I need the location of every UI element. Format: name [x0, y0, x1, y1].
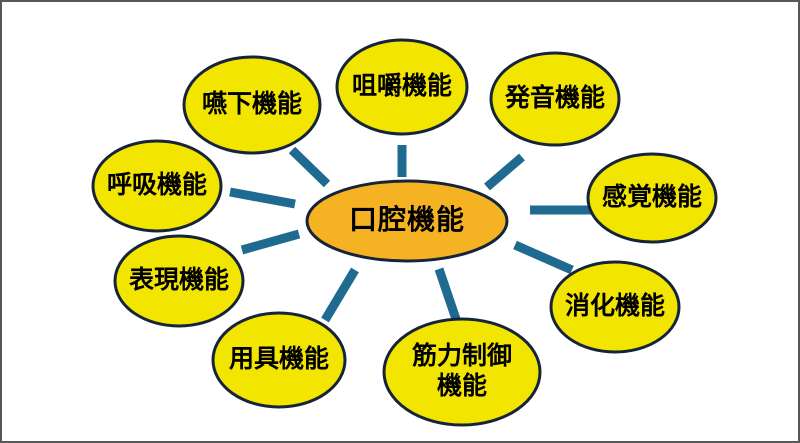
spoke-expression — [240, 229, 301, 255]
node-sensory-label-line: 感覚機能 — [602, 182, 702, 211]
node-swallowing[interactable]: 嚥下機能 — [182, 55, 322, 155]
node-sensory-ellipse — [586, 152, 718, 244]
center-node[interactable]: 口腔機能 — [305, 179, 509, 263]
node-tool-use-label: 用具機能 — [229, 344, 329, 373]
node-respiration-label-line: 呼吸機能 — [107, 170, 207, 199]
node-swallowing-label-line: 嚥下機能 — [202, 89, 302, 118]
center-node-ellipse — [305, 179, 509, 263]
node-pronunciation[interactable]: 発音機能 — [489, 51, 621, 147]
node-muscle-control-label: 筋力制御機能 — [412, 341, 512, 400]
spoke-muscle-control — [434, 267, 462, 324]
node-digestion-label-line: 消化機能 — [565, 291, 665, 320]
node-mastication-label: 咀嚼機能 — [352, 71, 452, 100]
node-sensory[interactable]: 感覚機能 — [586, 152, 718, 244]
node-muscle-control-label-line: 筋力制御 — [412, 341, 512, 370]
node-muscle-control[interactable]: 筋力制御機能 — [382, 317, 542, 427]
node-tool-use-ellipse — [211, 311, 347, 409]
node-mastication-ellipse — [335, 38, 469, 136]
node-expression-ellipse — [113, 234, 245, 328]
spoke-digestion — [513, 240, 574, 275]
node-muscle-control-ellipse — [382, 317, 542, 427]
node-tool-use[interactable]: 用具機能 — [211, 311, 347, 409]
node-digestion-ellipse — [549, 260, 681, 354]
node-respiration[interactable]: 呼吸機能 — [91, 139, 223, 233]
node-swallowing-label: 嚥下機能 — [202, 89, 302, 118]
spoke-respiration — [229, 187, 296, 209]
node-tool-use-label-line: 用具機能 — [229, 344, 329, 373]
node-digestion[interactable]: 消化機能 — [549, 260, 681, 354]
node-expression[interactable]: 表現機能 — [113, 234, 245, 328]
spoke-swallowing — [288, 146, 331, 188]
node-pronunciation-label-line: 発音機能 — [504, 83, 605, 112]
center-node-group: 口腔機能 — [305, 179, 509, 263]
spoke-tool-use — [321, 267, 359, 323]
node-swallowing-ellipse — [182, 55, 322, 155]
spoke-pronunciation — [484, 153, 525, 191]
node-mastication-label-line: 咀嚼機能 — [352, 71, 452, 100]
center-node-label: 口腔機能 — [349, 203, 465, 236]
spokes-group — [229, 145, 592, 324]
node-pronunciation-ellipse — [489, 51, 621, 147]
node-digestion-label: 消化機能 — [565, 291, 665, 320]
center-node-label-line: 口腔機能 — [349, 203, 465, 236]
node-respiration-ellipse — [91, 139, 223, 233]
node-muscle-control-label-line: 機能 — [437, 371, 487, 400]
node-mastication[interactable]: 咀嚼機能 — [335, 38, 469, 136]
node-expression-label: 表現機能 — [129, 265, 229, 294]
node-sensory-label: 感覚機能 — [602, 182, 702, 211]
node-pronunciation-label: 発音機能 — [504, 83, 605, 112]
node-expression-label-line: 表現機能 — [129, 265, 229, 294]
node-respiration-label: 呼吸機能 — [107, 170, 207, 199]
